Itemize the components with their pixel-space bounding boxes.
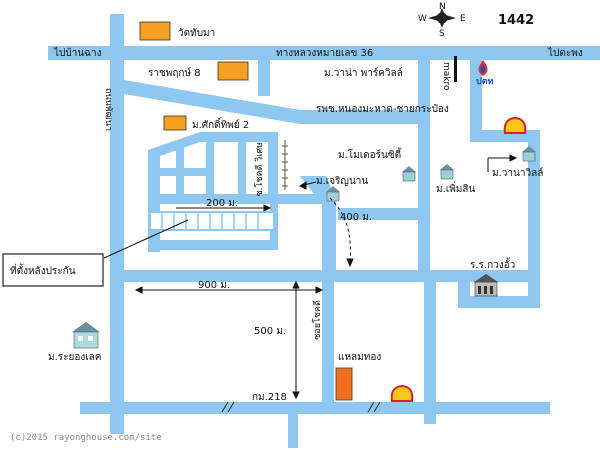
distance-500m: 500 ม. [254, 326, 286, 337]
right-vertical-road [528, 130, 540, 308]
rajapruek8-landmark [217, 61, 249, 81]
upper-connector-road [258, 58, 270, 96]
grid-horizontal-road [148, 194, 324, 204]
bottom-stub-road [288, 402, 298, 448]
lot-ladder [149, 211, 275, 231]
school-icon [474, 274, 498, 297]
to-pattaya-label: ไปตะพง [547, 47, 583, 59]
right-lower-road [424, 274, 436, 424]
hom-thong-label: แหลมทอง [338, 352, 381, 363]
copyright-footer: (c)2015 rayonghouse.com/site [10, 433, 162, 443]
distance-400m: 400 ม. [340, 212, 372, 223]
thanwaiphat-road-label: ถนนพัฒนา [103, 88, 113, 131]
soi-jongjit-label: ซอยโชคดี [312, 300, 323, 340]
house-icon-wanavilla [522, 146, 536, 162]
grid-right-road [268, 132, 278, 204]
road-break-marks [221, 401, 381, 413]
grid-lower-road [148, 240, 278, 250]
grid-top-road [200, 132, 276, 142]
house-icon-phunsin [440, 164, 454, 180]
ptt-label: ปตท [476, 76, 494, 87]
subdivision-grid [148, 132, 324, 252]
school-label: ร.ร.กวงอั้ว [470, 257, 515, 271]
sakdipat2-landmark [163, 115, 187, 131]
sakdipat2-label: ม.ศักดิ์ทิพย์ 2 [192, 117, 249, 131]
grid-mid-road [148, 168, 208, 176]
shell-icon [503, 116, 527, 134]
km218-road [80, 402, 550, 414]
grid-inner-3 [238, 142, 246, 196]
distance-200m: 200 ม. [206, 198, 238, 209]
distance-900m: 900 ม. [198, 280, 230, 291]
rajapruek8-label: ราชพฤกษ์ 8 [148, 67, 201, 79]
to-banchang-label: ไปบ้านฉาง [53, 47, 102, 59]
house-icon-modern [402, 166, 416, 182]
rail-hatch [282, 140, 288, 190]
modern-city-road [338, 208, 424, 220]
highway-36-road [48, 46, 600, 60]
highway-36-label: ทางหลวงหมายเลข 36 [276, 48, 373, 59]
makro-label: makro [441, 62, 451, 91]
ptt-icon: ปตท [476, 60, 494, 87]
modern-city-label: ม.โมเดอร์นซิตี้ [338, 147, 402, 161]
phunsin-label: ม.เพิ่มสิน [436, 181, 475, 195]
temple-label: วัดทับมา [178, 28, 215, 39]
shell-icon-bottom [390, 384, 414, 402]
ptt-side-road [470, 56, 482, 140]
house-icon-charoenyarn [326, 186, 340, 202]
school-road [458, 296, 540, 308]
rayong-lake-label: ม.ระยองเลค [48, 352, 102, 363]
wana-park-label: ม.วาน่า พาร์ควิลล์ [324, 67, 403, 79]
hospital-road [124, 80, 420, 124]
target-location-label: ที่ตั้งหลังประกัน [10, 263, 76, 277]
wana-villa-label: ม.วานาวิลล์ [492, 167, 543, 179]
homthong-landmark [335, 367, 353, 401]
compass-n: N [439, 2, 446, 12]
hospital-road-label: รพช.หนองมะหาด-ชายกระป๋อง [316, 103, 449, 115]
compass-icon: N S W E [418, 2, 466, 39]
soi-krongkit-label: ซ.โชคดี วิเศษ [254, 142, 265, 196]
makro-side-road [418, 56, 430, 272]
soi-jongjit-road [322, 274, 334, 404]
km218-label: กม.218 [252, 392, 287, 403]
compass-w: W [418, 14, 427, 24]
target-location-box [2, 253, 104, 287]
makro-marker [454, 56, 457, 82]
charoenyarn-label: ม.เจริญนาน [316, 176, 368, 187]
compass-s: S [439, 29, 445, 39]
map-number: 1442 [498, 13, 534, 28]
compass-e: E [460, 14, 466, 24]
left-main-road [110, 14, 124, 434]
temple-landmark [139, 21, 171, 41]
road-network [48, 14, 600, 448]
distance-arrows [103, 154, 518, 400]
house-icon-rayonglake [72, 322, 100, 349]
grid-left-road [148, 132, 200, 252]
grid-inner-2 [206, 142, 214, 196]
